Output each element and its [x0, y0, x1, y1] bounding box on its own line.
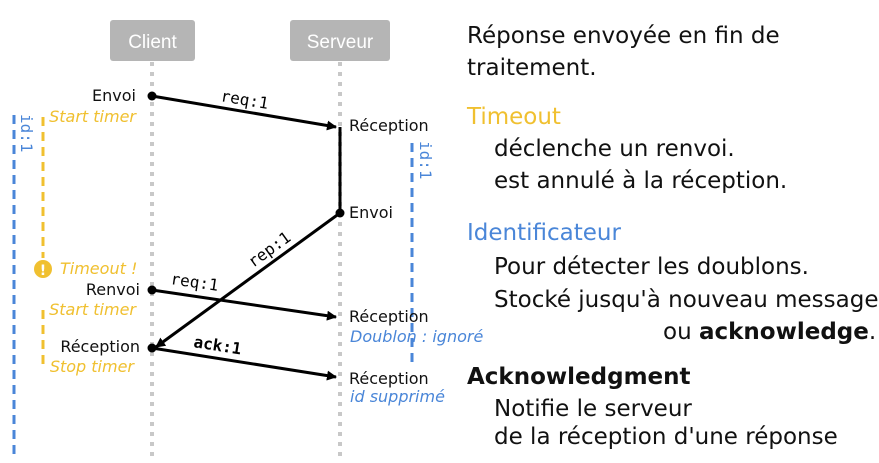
- arrow-ack1: [151, 346, 337, 381]
- intro-line-2: traitement.: [467, 55, 597, 81]
- client-id-label: id:1: [17, 114, 36, 153]
- client-start-timer-1: Start timer: [49, 107, 137, 126]
- arrow-req1-resend: [151, 288, 337, 321]
- explanation-panel: Réponse envoyée en fin de traitement. Ti…: [467, 0, 879, 463]
- server-id-label: id:1: [416, 141, 435, 180]
- acknowledgment-line-2: de la réception d'une réponse: [494, 424, 838, 450]
- timeout-title: Timeout: [467, 104, 561, 130]
- client-start-timer-2: Start timer: [49, 300, 137, 319]
- client-actor-label: Client: [128, 32, 177, 53]
- timeout-line-2: est annulé à la réception.: [494, 168, 788, 194]
- server-id-deleted: id supprimé: [350, 387, 445, 406]
- server-duplicate-ignored: Doublon : ignoré: [350, 327, 483, 346]
- client-send-label: Envoi: [92, 86, 136, 105]
- arrow-req1: [151, 94, 337, 131]
- identifier-line-2: Stocké jusqu'à nouveau message: [494, 287, 879, 313]
- arrow-rep1: [155, 211, 341, 349]
- timeout-warning-icon: [34, 260, 52, 278]
- client-stop-timer: Stop timer: [50, 357, 136, 376]
- identifier-line-1: Pour détecter les doublons.: [494, 254, 809, 280]
- client-reception-label: Réception: [60, 337, 140, 356]
- identifier-line-3-suffix: .: [868, 319, 877, 345]
- server-reception-3: Réception: [349, 369, 429, 388]
- server-actor-label: Serveur: [307, 32, 374, 53]
- acknowledgment-title: Acknowledgment: [467, 364, 691, 390]
- arrow-req1-resend-label: req:1: [169, 269, 219, 295]
- client-timeout-label: Timeout !: [60, 259, 137, 278]
- identifier-line-3-prefix: ou: [663, 319, 699, 345]
- server-actor-box: [290, 20, 390, 61]
- acknowledgment-line-1: Notifie le serveur: [494, 396, 692, 422]
- acknowledge-keyword: acknowledge: [698, 319, 869, 345]
- arrow-rep1-origin: [335, 208, 345, 218]
- client-actor-box: [110, 20, 195, 61]
- intro-line-1: Réponse envoyée en fin de: [467, 23, 780, 49]
- arrow-ack1-origin: [147, 343, 157, 353]
- client-resend-label: Renvoi: [86, 280, 140, 299]
- identifier-line-3: ou acknowledge.: [663, 317, 876, 348]
- arrow-req1-resend-origin: [147, 285, 157, 295]
- server-reception-2: Réception: [349, 307, 429, 326]
- timeout-warning-glyph: !: [40, 263, 46, 279]
- server-reception-1: Réception: [349, 116, 429, 135]
- timeout-line-1: déclenche un renvoi.: [494, 136, 735, 162]
- arrow-req1-origin: [147, 91, 157, 101]
- identifier-title: Identificateur: [467, 220, 621, 246]
- server-send-label: Envoi: [349, 203, 393, 222]
